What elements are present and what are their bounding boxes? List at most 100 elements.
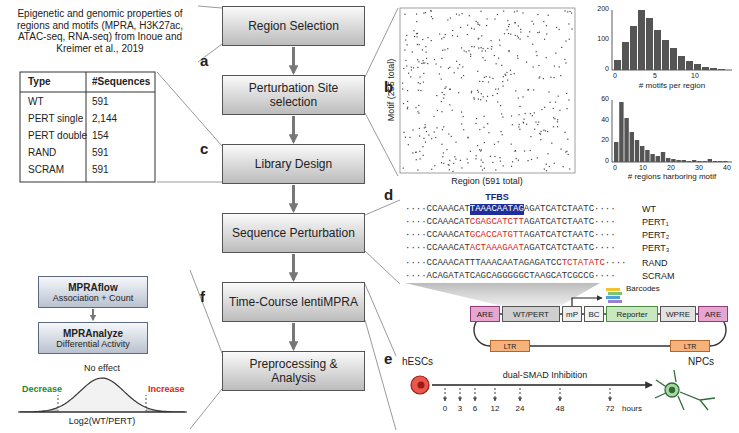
sequence-text: ····CCAAACAT <box>405 204 470 215</box>
motif-dot <box>448 68 449 69</box>
motif-dot <box>468 137 469 138</box>
motif-dot <box>523 122 524 123</box>
hist-bar <box>702 161 706 162</box>
node-text: Region Selection <box>248 19 339 33</box>
motif-dot <box>502 116 503 117</box>
node-text: LTR <box>684 343 697 350</box>
tick-label: 0 <box>613 164 617 172</box>
hist-bar <box>718 161 722 162</box>
motif-dot <box>479 81 480 82</box>
motif-dot <box>423 62 424 63</box>
motif-dot <box>478 92 479 93</box>
motif-dot <box>546 170 547 171</box>
motif-dot <box>454 72 455 73</box>
tick-label: 0 <box>613 72 617 80</box>
hist-bar <box>656 156 660 162</box>
motif-dot <box>476 155 477 156</box>
motif-dot <box>458 92 459 93</box>
flow-arrow <box>292 116 295 142</box>
node-text: mP <box>566 310 578 319</box>
tick-label: 20 <box>667 164 675 172</box>
motif-dot <box>417 59 418 60</box>
motif-dot <box>425 141 426 142</box>
motif-dot <box>504 74 505 75</box>
node-text: Preprocessing & Analysis <box>229 357 358 385</box>
motif-dot <box>441 101 442 102</box>
motif-dot <box>419 158 420 159</box>
motif-dot <box>515 90 516 91</box>
motif-dot <box>519 106 520 107</box>
motif-dot <box>481 93 482 94</box>
sequence-text: ACTAAAGAAT <box>470 243 524 254</box>
motif-dot <box>554 65 555 66</box>
motif-dot <box>528 89 529 90</box>
timepoint-arrow <box>520 388 521 401</box>
motif-dot <box>473 97 474 98</box>
vector-element: Reporter <box>606 306 658 322</box>
motif-dot <box>445 34 446 35</box>
node-text: MPRAnalyze <box>63 328 123 339</box>
motif-dot <box>475 158 476 159</box>
motif-dot <box>482 48 483 49</box>
motif-dot <box>422 39 423 40</box>
motif-dot <box>417 67 418 68</box>
motif-dot <box>419 44 420 45</box>
motif-dot <box>560 149 561 150</box>
motif-dot <box>485 50 486 51</box>
motif-dot <box>559 29 560 30</box>
motif-dot <box>517 58 518 59</box>
motif-dot <box>546 57 547 58</box>
node-text: ARE <box>477 310 493 319</box>
sequence-text: TAAACAATAG <box>470 204 524 215</box>
motif-dot <box>547 153 548 154</box>
sequence-name: PERT₃ <box>642 243 670 253</box>
motif-dot <box>550 77 551 78</box>
motif-dot <box>498 141 499 142</box>
motif-dot <box>566 151 567 152</box>
motif-dot <box>557 121 558 122</box>
motif-dot <box>546 33 547 34</box>
flow-arrow <box>292 47 295 73</box>
motif-dot <box>479 25 480 26</box>
motif-dot <box>553 126 554 127</box>
motif-dot <box>568 23 569 24</box>
motif-dot <box>512 124 513 125</box>
motif-dot <box>471 46 472 47</box>
hist-bar <box>697 161 701 162</box>
axis-title: Motif (255 total) <box>386 59 396 122</box>
motif-dot <box>555 53 556 54</box>
timepoint-arrow <box>560 388 561 401</box>
tfbs-label: TFBS <box>485 192 509 202</box>
timepoint-arrow <box>610 388 611 401</box>
motif-dot <box>403 68 404 69</box>
motif-dot <box>518 160 519 161</box>
panel-letter: d <box>384 186 393 203</box>
motif-dot <box>486 25 487 26</box>
motif-dot <box>417 111 418 112</box>
motif-dot <box>557 126 558 127</box>
motif-dot <box>467 25 468 26</box>
motif-dot <box>496 63 497 64</box>
motif-dot <box>463 75 464 76</box>
sequence-text: TCTATATC <box>562 258 605 269</box>
motif-dot <box>463 129 464 130</box>
hist-bar <box>614 142 618 162</box>
motif-dot <box>495 89 496 90</box>
timecourse-label: hours <box>622 404 642 413</box>
motif-dot <box>405 137 406 138</box>
motif-dot <box>546 25 547 26</box>
motif-dot <box>548 15 549 16</box>
motif-dot <box>567 11 568 12</box>
motif-dot <box>411 67 412 68</box>
motif-dot <box>523 122 524 123</box>
motif-dot <box>506 72 507 73</box>
motif-dot <box>407 101 408 102</box>
motif-dot <box>416 159 417 160</box>
motif-dot <box>518 37 519 38</box>
motif-dot <box>442 156 443 157</box>
hist-bar <box>686 61 693 70</box>
histograms <box>612 10 732 162</box>
motif-dot <box>532 115 533 116</box>
sequence-row: ····CCAAACATACTAAAGAATAGATCATCTAATC···· <box>405 243 616 254</box>
table-cell: PERT single <box>28 113 83 125</box>
